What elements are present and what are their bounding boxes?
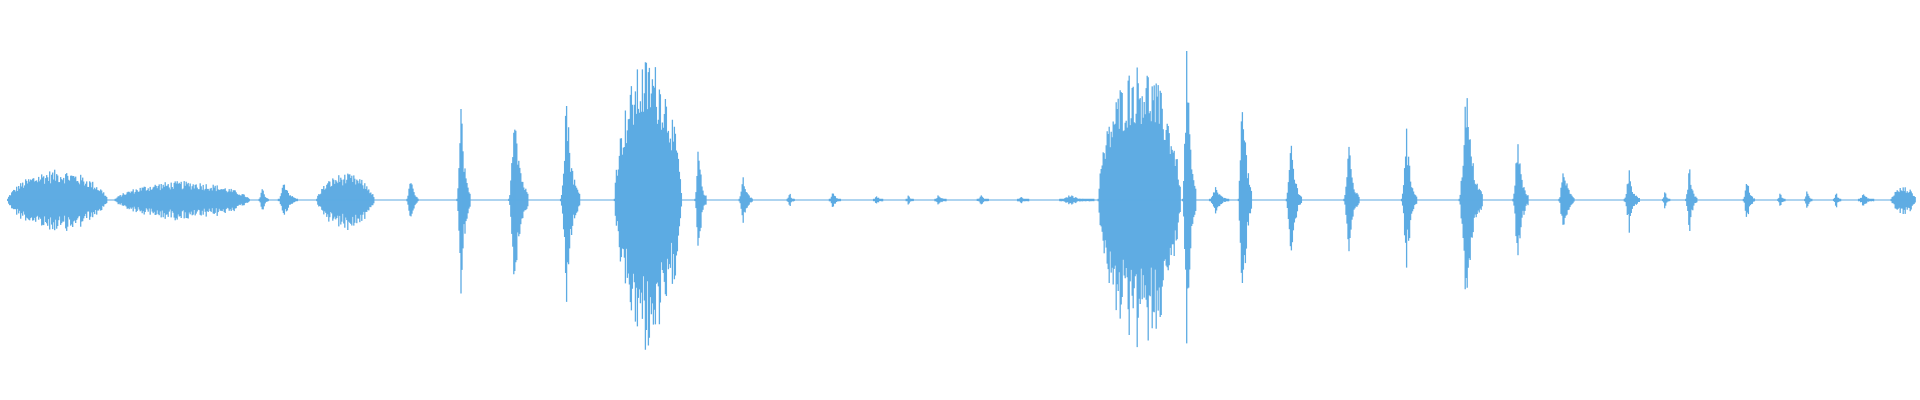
waveform-segment (828, 193, 842, 207)
waveform-segment (508, 129, 529, 275)
waveform-bars (7, 51, 1916, 350)
waveform-segment (1558, 173, 1575, 225)
waveform-segment (1097, 67, 1181, 348)
waveform-segment (1237, 112, 1253, 283)
waveform-segment (976, 195, 989, 205)
waveform-segment (1623, 170, 1640, 233)
waveform-segment (1804, 191, 1813, 208)
waveform-segment (559, 106, 581, 302)
waveform-segment (905, 195, 914, 205)
waveform-segment (872, 196, 884, 204)
waveform-segment (406, 183, 419, 217)
waveform-segment (1285, 145, 1303, 251)
waveform-segment (1890, 187, 1916, 214)
waveform-segment (1512, 144, 1529, 256)
waveform-segment (1742, 184, 1756, 217)
waveform-segment (114, 181, 250, 221)
waveform-segment (613, 62, 683, 350)
waveform-segment (694, 151, 707, 246)
waveform-segment (1059, 195, 1095, 205)
waveform-segment (1016, 197, 1030, 204)
waveform-segment (1832, 193, 1842, 208)
waveform-segment (1662, 192, 1671, 209)
waveform-segment (277, 184, 299, 215)
waveform-segment (456, 109, 471, 294)
waveform-segment (738, 177, 753, 223)
waveform-segment (316, 173, 375, 230)
waveform-segment (1182, 51, 1197, 344)
waveform-segment (1458, 98, 1483, 290)
waveform-segment (1400, 128, 1418, 268)
waveform-segment (1857, 194, 1875, 206)
waveform-segment (7, 169, 108, 231)
waveform-segment (934, 195, 947, 205)
waveform-segment (1685, 169, 1698, 231)
waveform-segment (258, 189, 269, 210)
waveform-segment (1343, 146, 1360, 252)
waveform-segment (1777, 193, 1786, 206)
waveform-segment (786, 193, 795, 206)
waveform-segment (1208, 187, 1230, 214)
